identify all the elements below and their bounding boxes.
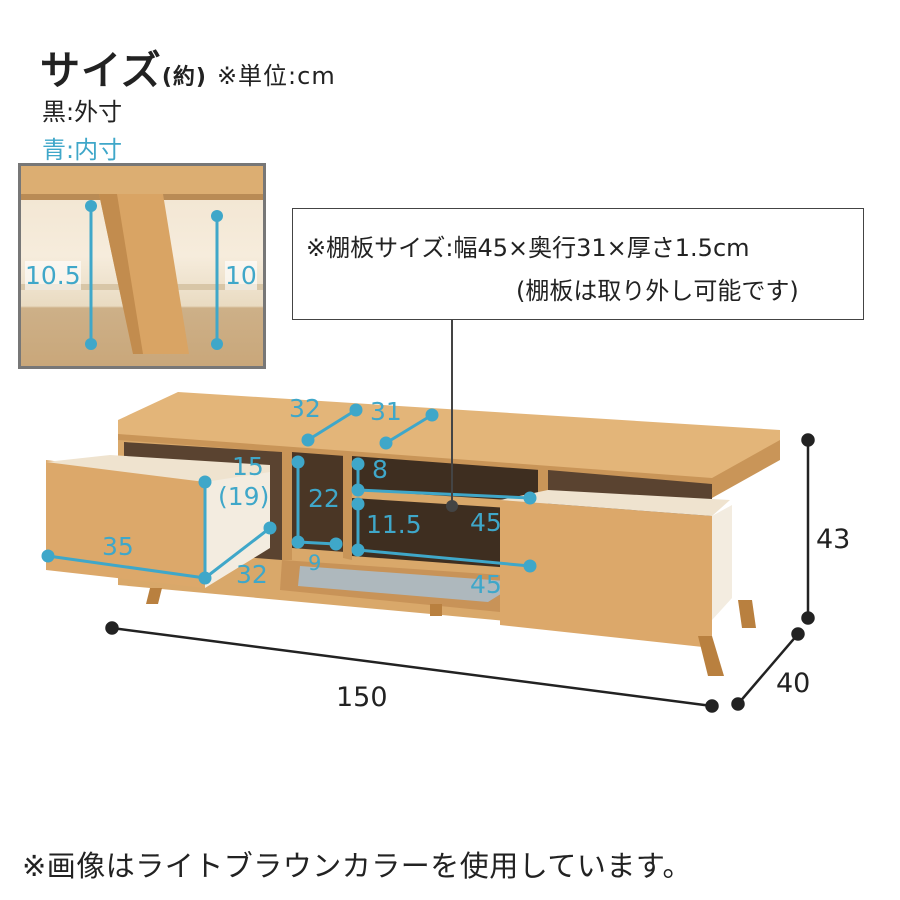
leg-detail-inset: 10.5 10: [18, 163, 266, 369]
left-drawer-front: [46, 460, 205, 588]
inner-shelf: [352, 490, 540, 510]
label-compartment-width: 9: [308, 551, 322, 575]
label-outer-height: 43: [816, 524, 851, 555]
unit-note: ※単位:cm: [216, 62, 336, 90]
label-top-depth-right: 31: [370, 397, 402, 426]
color-note: ※画像はライトブラウンカラーを使用しています。: [22, 849, 693, 883]
label-top-depth-left: 32: [289, 394, 321, 423]
shelf-note-line1: ※棚板サイズ:幅45×奥行31×厚さ1.5cm: [306, 234, 750, 262]
label-shelf-upper-height: 8: [372, 455, 388, 484]
page-title: サイズ(約) ※単位:cm: [40, 38, 336, 96]
label-outer-depth: 40: [776, 668, 811, 699]
shelf-note-box: [292, 208, 864, 320]
leg-outer-height: 10.5: [25, 261, 81, 290]
label-drawer-height-alt: (19): [218, 482, 270, 511]
label-compartment-height: 22: [308, 484, 340, 513]
shelf-note-line2: (棚板は取り外し可能です): [516, 277, 799, 305]
label-shelf-lower-height: 11.5: [366, 510, 422, 539]
label-bottom-width: 45: [470, 570, 502, 599]
legend-inner: 青:内寸: [42, 136, 123, 164]
label-outer-width: 150: [336, 682, 388, 713]
label-drawer-height: 15: [232, 452, 264, 481]
top-board: [118, 392, 780, 488]
right-drawer-front: [500, 500, 712, 648]
label-shelf-width: 45: [470, 508, 502, 537]
title-text: サイズ: [40, 48, 162, 94]
legend-outer: 黒:外寸: [42, 98, 123, 126]
label-drawer-width: 35: [102, 532, 134, 561]
title-suffix: (約): [161, 65, 207, 90]
label-drawer-depth: 32: [236, 560, 268, 589]
leg-detail-drawing: [21, 166, 263, 354]
leg-inner-height: 10: [225, 261, 257, 290]
cabinet-bottom-edge: [21, 166, 263, 196]
